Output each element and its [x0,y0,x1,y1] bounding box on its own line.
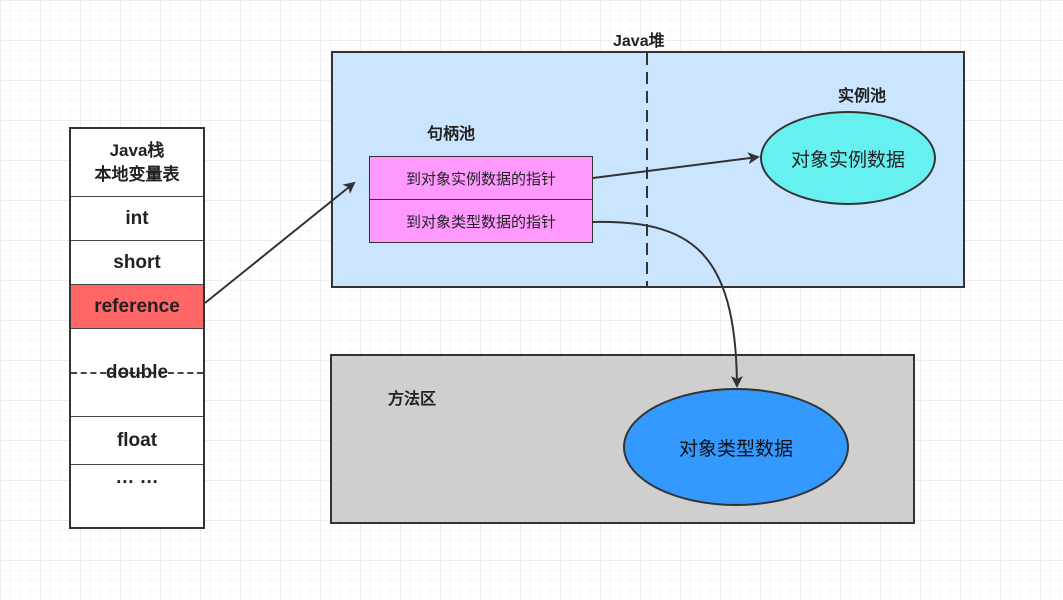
instance-data-ellipse: 对象实例数据 [760,111,936,205]
instance-pool-label: 实例池 [838,88,887,105]
double-dashed-line [71,372,203,374]
stack-item-float: float [71,417,203,465]
handle-pool-label: 句柄池 [427,126,476,143]
stack-item-double: double [71,329,203,417]
stack-header: Java栈 本地变量表 [71,129,203,197]
double-label: double [105,362,169,383]
method-area-label: 方法区 [388,391,437,408]
type-data-ellipse: 对象类型数据 [623,388,849,506]
stack-item-ellipsis: … … [115,467,159,488]
type-data-label: 对象类型数据 [678,438,793,460]
type-data-pointer: 到对象类型数据的指针 [369,199,593,243]
stack-item-short: short [71,241,203,285]
stack-header-line1: Java栈 [109,140,165,160]
stack-item-int: int [71,197,203,241]
heap-title: Java堆 [613,33,665,50]
java-stack-table: Java栈 本地变量表 int short reference double f… [69,127,205,529]
stack-item-reference: reference [71,285,203,329]
instance-data-pointer: 到对象实例数据的指针 [369,156,593,200]
stack-header-line2: 本地变量表 [94,164,180,184]
instance-data-label: 对象实例数据 [790,149,905,171]
